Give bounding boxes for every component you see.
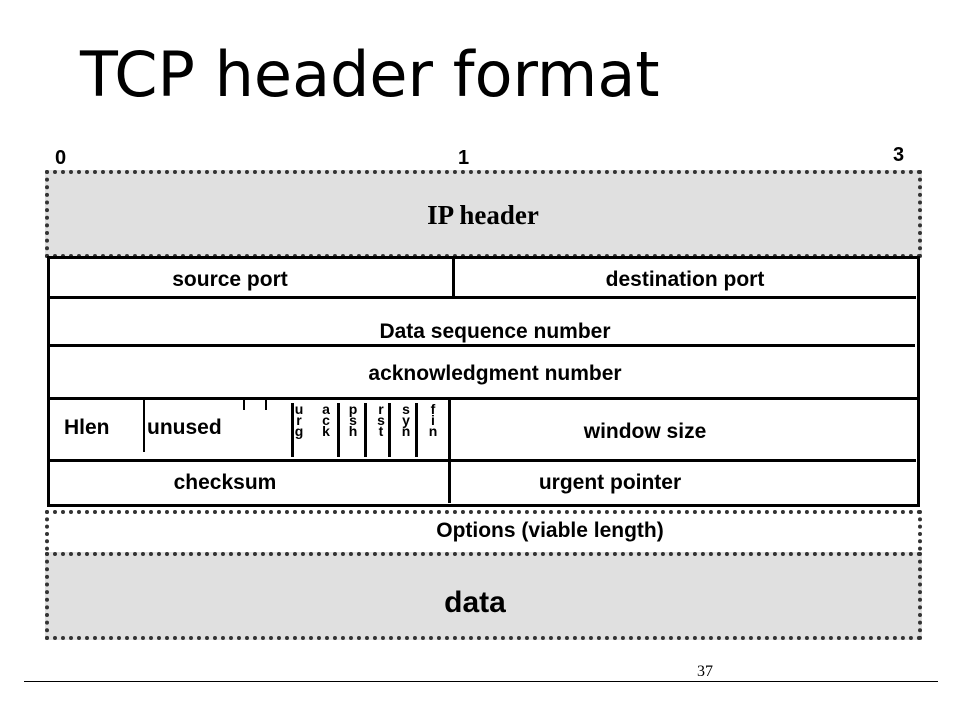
flag-divider — [337, 403, 340, 457]
footer-rule — [24, 681, 938, 682]
bit-label-1: 1 — [458, 147, 470, 169]
data-label: data — [444, 586, 506, 619]
flag-divider — [415, 403, 418, 457]
options-label: Options (viable length) — [436, 519, 664, 542]
checksum-field: checksum — [173, 471, 277, 494]
unused-tick — [265, 400, 267, 410]
window-size-field: window size — [583, 420, 707, 443]
slide-title: TCP header format — [80, 38, 660, 111]
flag-divider — [364, 403, 367, 457]
acknowledgment-number-field: acknowledgment number — [368, 362, 622, 385]
bit-label-3: 3 — [893, 144, 905, 166]
unused-tick — [243, 400, 245, 410]
column-divider — [452, 258, 455, 298]
row-divider — [47, 397, 920, 400]
bit-label-0: 0 — [55, 147, 67, 169]
hlen-field: Hlen — [64, 416, 110, 439]
sequence-number-field: Data sequence number — [379, 320, 611, 343]
row-divider — [47, 344, 915, 347]
ip-header-label: IP header — [427, 200, 539, 230]
row-divider — [47, 459, 916, 462]
destination-port-field: destination port — [605, 268, 765, 291]
unused-field: unused — [147, 416, 222, 439]
row-divider — [47, 296, 916, 299]
data-box — [45, 552, 922, 640]
urgent-pointer-field: urgent pointer — [538, 471, 682, 494]
hlen-divider — [143, 400, 145, 452]
source-port-field: source port — [172, 268, 288, 291]
flag-divider — [291, 403, 294, 457]
flag-divider — [388, 403, 391, 457]
page-number: 37 — [697, 663, 713, 680]
column-divider — [448, 400, 451, 503]
